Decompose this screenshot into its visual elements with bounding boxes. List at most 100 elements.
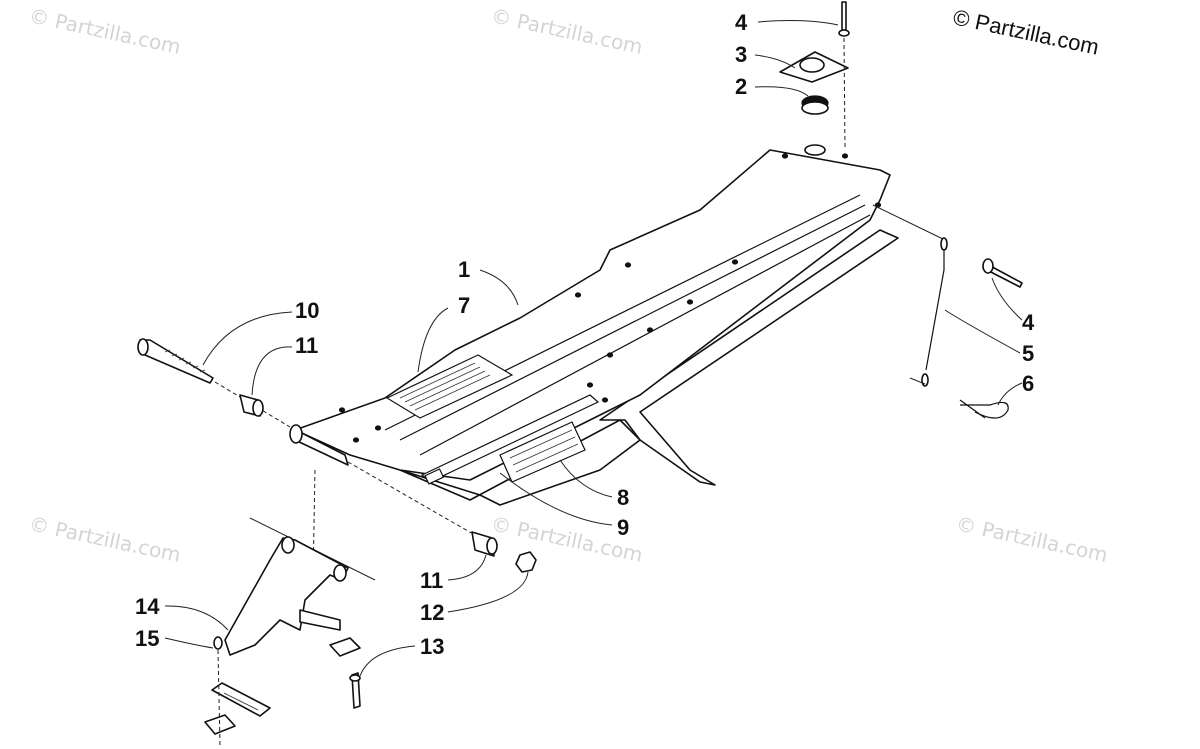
rivet-4-top xyxy=(841,1,847,31)
callout-15: 15 xyxy=(135,626,159,651)
callout-1: 1 xyxy=(458,257,470,282)
callout-11-right: 11 xyxy=(420,568,443,593)
bracket-3-boss xyxy=(799,57,825,73)
hole xyxy=(606,352,614,358)
leader-14 xyxy=(164,605,229,631)
running-board xyxy=(289,144,899,506)
bushing-11-left-end xyxy=(252,399,264,417)
callout-2: 2 xyxy=(735,74,747,99)
hole xyxy=(574,292,582,298)
bolt-10 xyxy=(139,339,214,384)
callout-13: 13 xyxy=(420,634,444,659)
leader-4-side xyxy=(991,277,1023,321)
bolt-10-head xyxy=(137,338,149,356)
decal-9-logo xyxy=(424,468,445,485)
callout-4-side: 4 xyxy=(1022,310,1035,335)
callout-7: 7 xyxy=(458,293,470,318)
decal-8-text xyxy=(509,429,579,473)
hole xyxy=(601,397,609,403)
right-hardware xyxy=(872,204,1023,419)
washer-15 xyxy=(204,714,236,735)
callout-9: 9 xyxy=(617,515,629,540)
watermark-bottom-right: © Partzilla.com xyxy=(954,511,1110,567)
bushing-11-right-end xyxy=(486,537,498,555)
callout-3: 3 xyxy=(735,42,747,67)
board-deck xyxy=(294,149,891,481)
board-holes xyxy=(338,153,882,443)
cable-5-eye-top xyxy=(940,237,948,251)
watermark-bottom-left: © Partzilla.com xyxy=(27,511,183,567)
callout-12: 12 xyxy=(420,600,444,625)
hole xyxy=(374,425,382,431)
leader-11-right xyxy=(447,554,487,581)
bracket-14-foot xyxy=(299,609,341,631)
nut-12 xyxy=(515,551,537,573)
cable-5 xyxy=(925,250,945,371)
bolt-axis-right xyxy=(347,461,481,539)
leader-2 xyxy=(754,86,809,97)
plate-15 xyxy=(211,682,271,717)
bolt-10-thread xyxy=(164,349,206,373)
hitch-pin-6-leg xyxy=(959,399,986,419)
callout-10: 10 xyxy=(295,298,319,323)
leader-11-left xyxy=(251,346,293,396)
hole xyxy=(841,153,849,159)
callout-6: 6 xyxy=(1022,371,1034,396)
hole xyxy=(586,382,594,388)
decal-8 xyxy=(499,421,586,483)
leader-12 xyxy=(447,571,529,613)
bracket-14-eye-left xyxy=(281,536,295,554)
leader-8 xyxy=(559,459,613,498)
leader-1 xyxy=(479,269,519,306)
hitch-pin-6 xyxy=(960,401,1009,419)
decal-9 xyxy=(420,394,600,485)
board-flange xyxy=(599,229,899,486)
pin-axis xyxy=(872,204,946,241)
rivet-4-axis xyxy=(843,37,846,151)
leader-lines xyxy=(164,20,1023,677)
leader-4-top xyxy=(757,20,839,26)
decal-7 xyxy=(385,354,514,419)
rivet-13 xyxy=(351,672,361,709)
leader-13 xyxy=(359,645,416,677)
top-hardware xyxy=(779,1,850,151)
cable-5-eye-bottom xyxy=(921,373,929,387)
leader-3 xyxy=(754,54,796,69)
board-rib-2 xyxy=(399,204,866,441)
watermark-top-left: © Partzilla.com xyxy=(27,3,183,59)
decal-7-text xyxy=(399,362,491,411)
hole xyxy=(731,259,739,265)
leader-6 xyxy=(997,382,1023,406)
bracket-14 xyxy=(224,537,349,656)
bracket-15-axis xyxy=(217,649,221,746)
leader-5 xyxy=(944,309,1021,354)
callout-8: 8 xyxy=(617,485,629,510)
callout-5: 5 xyxy=(1022,341,1034,366)
pivot-tube-end xyxy=(289,424,303,444)
grommet-hole xyxy=(804,144,826,156)
rivet-4-side-head xyxy=(982,258,994,274)
hole xyxy=(686,299,694,305)
leader-9 xyxy=(499,472,613,526)
rivet-13-head xyxy=(349,674,361,682)
grommet-2-base xyxy=(801,101,829,115)
cable-5-axis xyxy=(909,377,926,385)
leader-15 xyxy=(164,637,214,649)
left-hardware xyxy=(137,338,537,573)
hole xyxy=(352,437,360,443)
hole xyxy=(338,407,346,413)
callouts: 1 2 3 4 4 5 6 7 8 9 10 11 11 12 13 14 15 xyxy=(135,10,1035,659)
watermark-top-center: © Partzilla.com xyxy=(489,3,645,59)
copyright-text: © Partzilla.com xyxy=(951,4,1101,59)
plate-15-slot xyxy=(223,692,259,711)
hole xyxy=(646,327,654,333)
bracket-14-eye-right xyxy=(333,564,347,582)
watermarks: © Partzilla.com © Partzilla.com © Partzi… xyxy=(27,3,1110,567)
leader-7 xyxy=(417,307,449,373)
leader-10 xyxy=(202,311,293,366)
hole xyxy=(781,153,789,159)
callout-11-left: 11 xyxy=(295,333,318,358)
board-rib-3 xyxy=(419,214,871,456)
bracket-15-hole xyxy=(213,636,223,650)
